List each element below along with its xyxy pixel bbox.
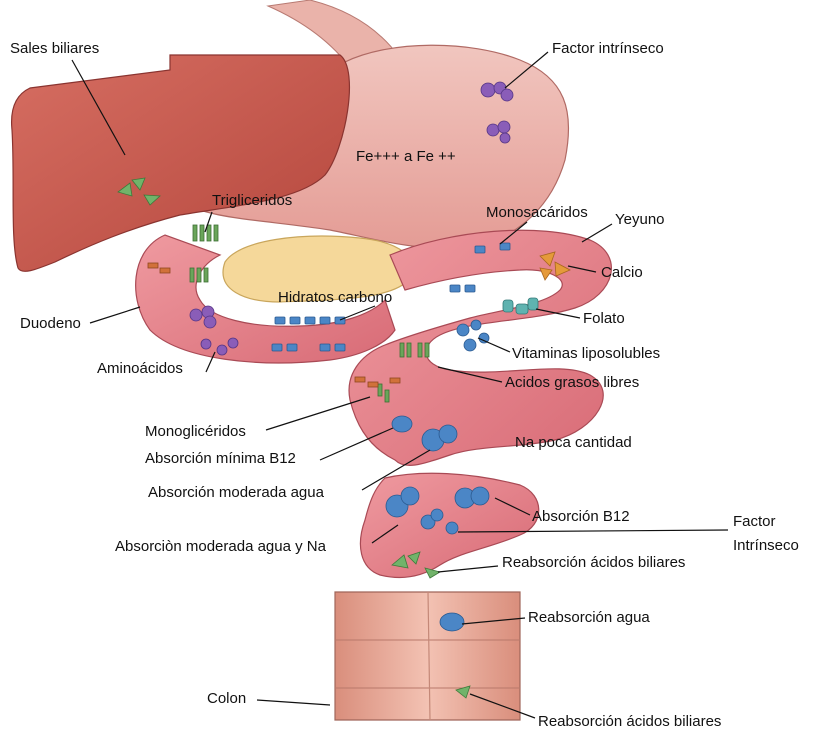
label-colon: Colon	[207, 690, 246, 708]
label-aminoacidos: Aminoácidos	[97, 360, 183, 378]
label-reabsorcion-agua: Reabsorción agua	[528, 609, 650, 627]
label-reabsorcion-biliares-2: Reabsorción ácidos biliares	[538, 713, 721, 731]
label-calcio: Calcio	[601, 264, 643, 282]
label-absorcion-agua-na: Absorciòn moderada agua y Na	[115, 538, 326, 556]
label-absorcion-minima-b12: Absorción mínima B12	[145, 450, 296, 468]
label-hidratos-carbono: Hidratos carbono	[278, 289, 392, 307]
label-folato: Folato	[583, 310, 625, 328]
label-reabsorcion-biliares-1: Reabsorción ácidos biliares	[502, 554, 685, 572]
label-absorcion-moderada-agua: Absorción moderada agua	[148, 484, 324, 502]
label-sales-biliares: Sales biliares	[10, 40, 99, 58]
label-yeyuno: Yeyuno	[615, 211, 665, 229]
label-na-poca-cantidad: Na poca cantidad	[515, 434, 632, 452]
label-monogliceridos: Monoglicéridos	[145, 423, 246, 441]
label-duodeno: Duodeno	[20, 315, 81, 333]
label-absorcion-b12: Absorción B12	[532, 508, 630, 526]
label-factor-bottom-line2: Intrínseco	[733, 537, 799, 555]
label-acidos-grasos-libres: Acidos grasos libres	[505, 374, 639, 392]
label-factor-bottom-line1: Factor	[733, 513, 776, 531]
label-trigliceridos: Trigliceridos	[212, 192, 292, 210]
label-vitaminas-liposolubles: Vitaminas liposolubles	[512, 345, 660, 363]
colon	[335, 592, 520, 720]
label-monosacaridos: Monosacáridos	[486, 204, 588, 222]
label-hierro: Fe+++ a Fe ++	[356, 148, 456, 166]
label-factor-intrinseco-top: Factor intrínseco	[552, 40, 664, 58]
